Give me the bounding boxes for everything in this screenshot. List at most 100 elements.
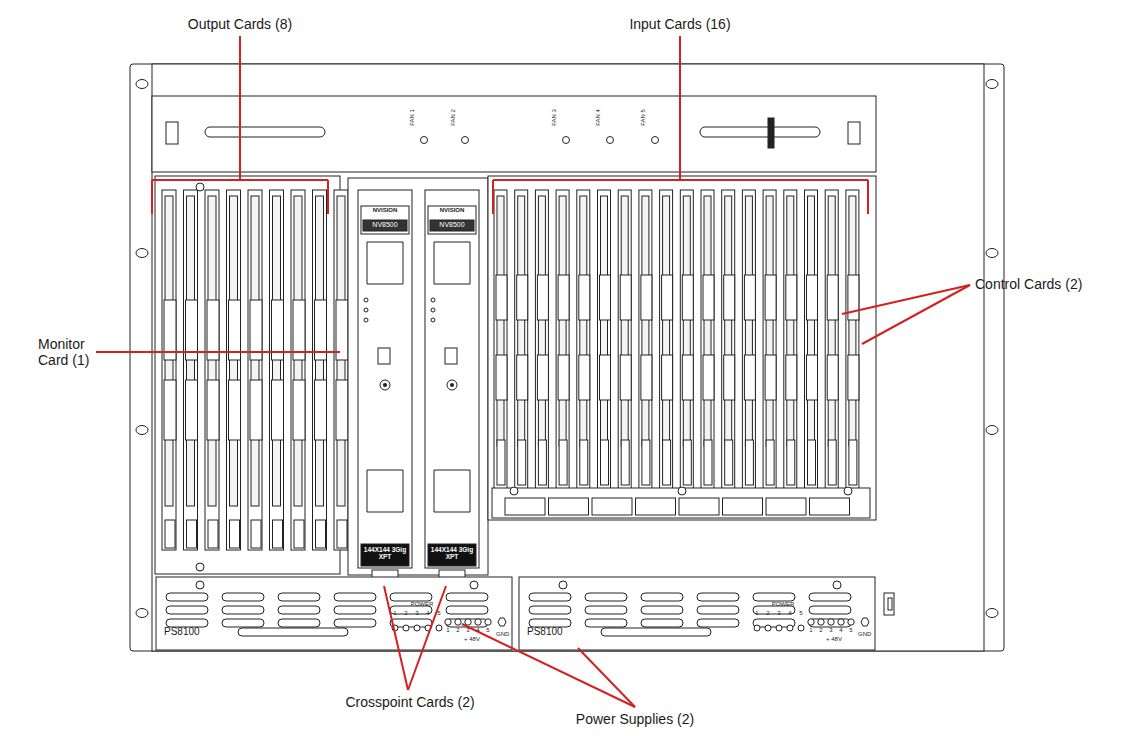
vent-slot (222, 606, 264, 614)
panel-marking: PS8100 (164, 626, 214, 638)
vent-slot (222, 593, 264, 601)
panel-marking: 2 (763, 610, 773, 617)
leader-line (679, 36, 681, 180)
card-edge (642, 196, 649, 446)
handle (601, 628, 711, 636)
card-latch (620, 355, 631, 400)
card-latch (807, 275, 818, 320)
vent-slot (809, 593, 851, 601)
power-switch (768, 118, 774, 148)
ground-terminal (861, 618, 869, 626)
card-slot (313, 190, 327, 550)
vent-slot (641, 606, 683, 614)
vent-slot (529, 606, 571, 614)
power-led (403, 625, 409, 631)
handle (367, 470, 403, 512)
panel-marking: 1 (752, 610, 762, 617)
card-latch (579, 275, 590, 320)
card-slot (763, 190, 776, 490)
terminal (838, 619, 844, 625)
panel-marking: 144X144 3Gig XPT (428, 546, 476, 561)
fan-led (607, 137, 614, 144)
panel-marking: PS8100 (527, 626, 577, 638)
panel-marking: POWER (397, 601, 447, 608)
leader-line (239, 36, 241, 180)
card-latch (786, 355, 797, 400)
card-slot (701, 190, 714, 490)
fan-led (421, 137, 428, 144)
vent-slot (446, 606, 488, 614)
mounting-hole (136, 80, 148, 89)
screw (833, 581, 841, 589)
connector-block (723, 498, 763, 515)
power-supply (519, 577, 875, 650)
card-latch (315, 380, 327, 440)
card-latch (600, 275, 611, 320)
card-ejector (294, 520, 304, 548)
handle (434, 470, 470, 512)
card-slot (535, 190, 548, 490)
card-latch (827, 355, 838, 400)
card-latch (641, 275, 652, 320)
terminal (455, 619, 461, 625)
connector-block (636, 498, 676, 515)
power-led (414, 625, 420, 631)
panel-marking: 2 (401, 610, 411, 617)
card-slot (270, 190, 284, 550)
panel-marking: FAN 2 (450, 105, 457, 129)
mounting-hole (986, 426, 998, 435)
screw (470, 581, 478, 589)
screw (678, 487, 686, 495)
latch (166, 122, 178, 144)
card-label-plate (361, 544, 409, 566)
card-edge (683, 196, 690, 446)
status-led (364, 298, 368, 302)
card-ejector (518, 440, 526, 485)
terminal (475, 619, 481, 625)
button (378, 348, 390, 364)
card-ejector (601, 440, 609, 485)
handle (238, 628, 348, 636)
panel-marking: 1 (806, 627, 816, 634)
card-ejector (621, 440, 629, 485)
panel-marking: NVISION (361, 207, 409, 214)
power-led (765, 625, 771, 631)
card-latch (765, 355, 776, 400)
card-ejector (787, 440, 795, 485)
vent-slot (278, 593, 320, 601)
card-latch (765, 275, 776, 320)
vent-slot (585, 619, 627, 627)
screw (844, 487, 852, 495)
panel-marking: NV8500 (430, 221, 474, 229)
card-edge (745, 196, 752, 446)
callout-label: Control Cards (2) (975, 276, 1125, 292)
card-ejector (251, 520, 261, 548)
vent-slot (278, 619, 320, 627)
fan-led (652, 137, 659, 144)
panel-marking: 144X144 3Gig XPT (361, 546, 409, 561)
leader-line (578, 648, 635, 707)
panel-marking: 5 (846, 627, 856, 634)
card-latch (724, 275, 735, 320)
card-latch (827, 275, 838, 320)
handle (434, 242, 470, 284)
card-slot (846, 190, 859, 490)
mounting-hole (986, 80, 998, 89)
leader-line (842, 285, 970, 314)
mounting-hole (986, 249, 998, 258)
panel-marking: 5 (434, 610, 444, 617)
vent-slot (222, 619, 264, 627)
card-ejector (683, 440, 691, 485)
screw (196, 581, 204, 589)
panel-marking: 3 (774, 610, 784, 617)
leader-line (384, 586, 408, 690)
card-edge (725, 196, 732, 446)
leader-line (462, 624, 635, 707)
crosspoint-card (425, 190, 479, 568)
card-slot (618, 190, 631, 490)
card-slot (184, 190, 198, 550)
panel-marking: NV8500 (363, 221, 407, 229)
vent-slot (334, 593, 376, 601)
card-ejector (849, 440, 857, 485)
card-ejector (642, 440, 650, 485)
